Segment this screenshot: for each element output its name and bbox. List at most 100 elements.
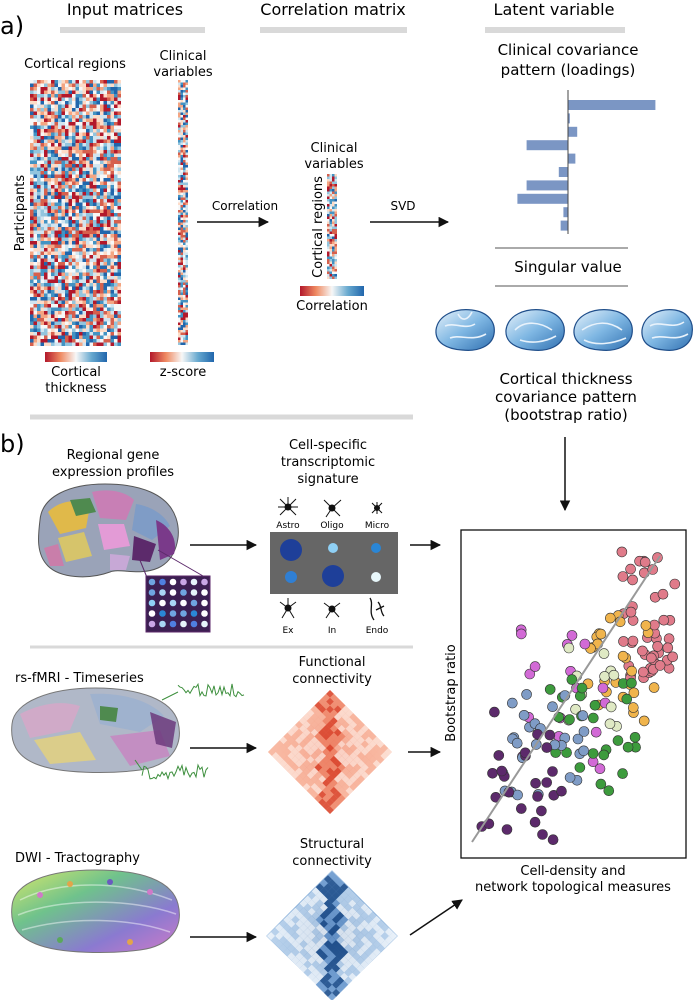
- scatter-point: [599, 671, 610, 682]
- scatter-point: [541, 777, 553, 788]
- loading-bar: [526, 140, 568, 151]
- singular-value-label: Singular value: [514, 258, 622, 276]
- scatter-point: [518, 709, 530, 721]
- scatter-point: [578, 726, 590, 737]
- gene-expression-title: expression profiles: [52, 465, 174, 480]
- scatter-point: [640, 620, 652, 631]
- zscore-colorbar: [150, 352, 214, 362]
- cortical-thickness-colorbar: [45, 352, 107, 362]
- dwi-title: DWI - Tractography: [15, 851, 140, 866]
- sc-to-scatter-arrow: [409, 899, 463, 936]
- scatter-point: [556, 785, 567, 797]
- bootstrap-title: covariance pattern: [495, 388, 637, 406]
- sc-title: Structural: [300, 837, 364, 852]
- zscore-label: z-score: [160, 365, 206, 380]
- gene-expression-matrix: [134, 547, 211, 633]
- fc-title: connectivity: [292, 672, 372, 687]
- scatter-point: [589, 699, 601, 711]
- cell-type-label: Ex: [282, 626, 294, 636]
- excitatory-neuron-icon: [279, 598, 297, 619]
- scatter-point: [529, 661, 541, 672]
- scatter-point: [626, 677, 637, 689]
- scatter-point: [544, 684, 556, 695]
- scatter-point: [652, 552, 663, 563]
- scatter-point: [625, 606, 637, 618]
- scatter-x-label: Cell-density and: [520, 864, 625, 879]
- scatter-point: [617, 650, 629, 662]
- cortical-thickness-label: Cortical: [51, 365, 101, 380]
- svd-arrow-label: SVD: [390, 199, 415, 213]
- scatter-point: [604, 718, 616, 730]
- scatter-point: [515, 803, 527, 814]
- loading-bar: [568, 113, 570, 124]
- header-correlation-matrix: Correlation matrix: [260, 0, 405, 19]
- correlation-arrow-label: Correlation: [212, 199, 278, 213]
- scatter-point: [629, 731, 641, 743]
- cell-signature-title: transcriptomic: [281, 455, 375, 470]
- scatter-point: [501, 824, 513, 835]
- scatter-point: [547, 766, 558, 777]
- loadings-title: Clinical covariance: [498, 41, 639, 59]
- endothelial-icon: [369, 597, 385, 621]
- brain-map-lateral-right: [641, 309, 693, 351]
- scatter-point: [605, 701, 617, 713]
- loading-bar: [563, 207, 568, 218]
- gene-expression-brain: [37, 483, 179, 578]
- astrocyte-icon: [278, 497, 298, 516]
- scatter-point: [576, 682, 588, 694]
- scatter-point: [511, 737, 523, 749]
- scatter-point: [577, 710, 589, 721]
- scatter-point: [532, 791, 543, 802]
- header-latent-variable: Latent variable: [494, 0, 615, 19]
- scatter-point: [489, 706, 500, 718]
- scatter-point: [627, 635, 639, 647]
- scatter-point: [566, 630, 578, 641]
- panel-b-label: b): [0, 430, 25, 458]
- participants-label: Participants: [13, 175, 28, 252]
- loading-bar: [568, 126, 578, 137]
- cell-signature-matrix: [270, 532, 398, 594]
- scatter-point: [598, 749, 610, 761]
- scatter-point: [587, 712, 599, 724]
- scatter-point: [493, 750, 505, 761]
- loading-bar: [526, 180, 568, 191]
- scatter-point: [612, 735, 624, 746]
- fmri-brain: [11, 687, 180, 773]
- scatter-point: [625, 563, 636, 575]
- scatter-point: [617, 768, 628, 779]
- cortical-thickness-matrix: [30, 80, 121, 346]
- correlation-colorbar-label: Correlation: [296, 299, 368, 314]
- scatter-point: [626, 665, 638, 677]
- scatter-point: [597, 682, 609, 694]
- scatter-point: [537, 829, 548, 840]
- scatter-point: [657, 588, 669, 600]
- loading-bar: [560, 220, 568, 231]
- regression-line: [471, 555, 661, 843]
- scatter-point: [639, 556, 651, 568]
- loadings-title: pattern (loadings): [501, 61, 636, 79]
- scatter-point: [530, 777, 541, 789]
- cortical-regions-label: Cortical regions: [24, 57, 126, 72]
- scatter-point: [487, 767, 498, 779]
- scatter-point: [529, 816, 541, 828]
- scatter-point: [541, 742, 553, 753]
- microglia-icon: [371, 502, 383, 514]
- scatter-point: [645, 652, 657, 664]
- scatter-point: [564, 772, 576, 783]
- tractography-brain: [11, 869, 180, 953]
- scatter-point: [496, 765, 508, 777]
- cell-type-label: Endo: [366, 626, 389, 636]
- scatter-point: [662, 642, 674, 654]
- correlation-matrix: [327, 174, 337, 279]
- scatter-point: [669, 578, 681, 590]
- scatter-point: [608, 669, 620, 681]
- scatter-point: [621, 693, 633, 705]
- clinical-variables-label: Clinical: [160, 49, 207, 64]
- cell-type-label: Micro: [365, 521, 390, 531]
- structural-connectivity-matrix: [266, 870, 398, 1000]
- scatter-point: [595, 628, 607, 640]
- scatter-point: [572, 733, 584, 745]
- scatter-point: [667, 651, 679, 663]
- scatter-point: [547, 834, 559, 846]
